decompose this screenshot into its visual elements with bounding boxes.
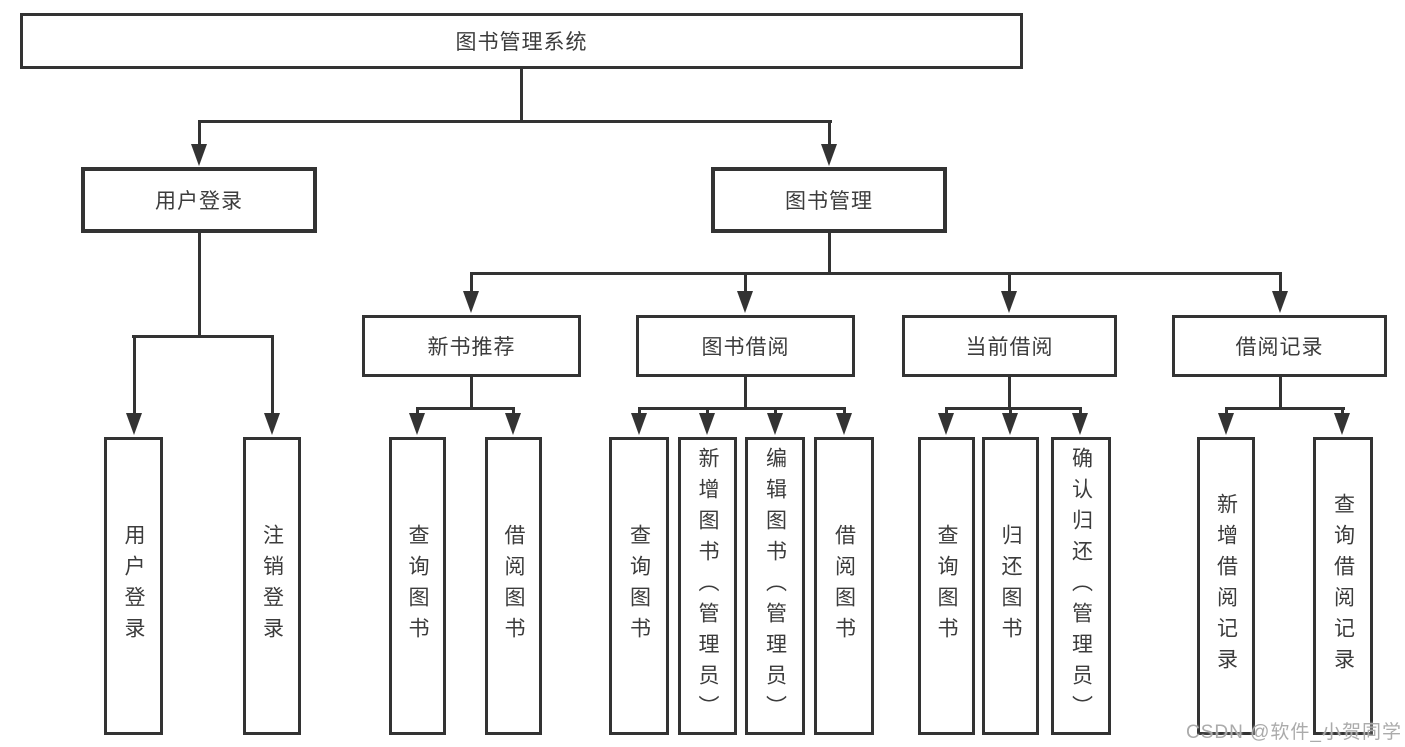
connector-line (416, 407, 515, 410)
leaf-label: 查询图书 (627, 524, 651, 648)
leaf-confirm-return-admin: 确认归还（管理员） (1051, 437, 1111, 735)
arrowhead-icon (938, 413, 954, 435)
connector-line (1079, 407, 1082, 416)
leaf-label: 借阅图书 (832, 524, 856, 648)
connector-line (1225, 407, 1228, 416)
connector-line (198, 233, 201, 335)
leaf-label: 查询图书 (935, 524, 958, 648)
leaf-label: 新增图书（管理员） (696, 446, 719, 726)
leaf-label: 用户登录 (122, 524, 145, 648)
leaf-query-books-2: 查询图书 (609, 437, 669, 735)
arrowhead-icon (699, 413, 715, 435)
connector-line (843, 407, 846, 416)
connector-line (198, 120, 201, 146)
connector-line (744, 272, 747, 293)
connector-line (1341, 407, 1344, 416)
arrowhead-icon (1218, 413, 1234, 435)
connector-line (133, 335, 136, 415)
connector-line (1279, 272, 1282, 293)
leaf-label: 查询借阅记录 (1331, 493, 1355, 679)
connector-line (1009, 407, 1012, 416)
connector-line (828, 233, 831, 272)
connector-line (132, 335, 274, 338)
leaf-query-books-3: 查询图书 (918, 437, 975, 735)
node-new-book-recommend: 新书推荐 (362, 315, 581, 377)
leaf-label: 归还图书 (999, 524, 1022, 648)
leaf-edit-books-admin: 编辑图书（管理员） (745, 437, 805, 735)
node-borrow-records: 借阅记录 (1172, 315, 1387, 377)
node-label: 图书借阅 (701, 336, 790, 359)
arrowhead-icon (836, 413, 852, 435)
connector-line (198, 120, 832, 123)
connector-line (416, 407, 419, 416)
leaf-add-borrow-record: 新增借阅记录 (1197, 437, 1255, 735)
arrowhead-icon (821, 144, 837, 166)
leaf-query-books-1: 查询图书 (389, 437, 446, 735)
node-label: 当前借阅 (965, 336, 1054, 359)
leaf-label: 确认归还（管理员） (1069, 446, 1093, 726)
arrowhead-icon (126, 413, 142, 435)
connector-line (271, 335, 274, 415)
connector-line (1225, 407, 1345, 410)
leaf-borrow-books-2: 借阅图书 (814, 437, 874, 735)
connector-line (774, 407, 777, 416)
connector-line (1279, 377, 1282, 407)
arrowhead-icon (737, 291, 753, 313)
connector-line (512, 407, 515, 416)
leaf-user-login: 用户登录 (104, 437, 163, 735)
node-book-borrow: 图书借阅 (636, 315, 855, 377)
arrowhead-icon (463, 291, 479, 313)
connector-line (638, 407, 641, 416)
connector-line (1008, 377, 1011, 407)
leaf-label: 注销登录 (260, 524, 284, 648)
node-label: 图书管理系统 (455, 31, 588, 54)
arrowhead-icon (1072, 413, 1088, 435)
csdn-watermark: CSDN @软件_小贺同学 (1186, 722, 1402, 743)
leaf-logout: 注销登录 (243, 437, 301, 735)
leaf-borrow-books-1: 借阅图书 (485, 437, 542, 735)
connector-line (638, 407, 846, 410)
leaf-query-borrow-record: 查询借阅记录 (1313, 437, 1373, 735)
node-label: 用户登录 (155, 190, 243, 213)
leaf-return-books: 归还图书 (982, 437, 1039, 735)
connector-line (1008, 272, 1011, 293)
leaf-add-books-admin: 新增图书（管理员） (678, 437, 737, 735)
connector-line (945, 407, 948, 416)
connector-line (828, 120, 831, 146)
leaf-label: 查询图书 (406, 524, 429, 648)
connector-line (744, 377, 747, 407)
node-label: 借阅记录 (1235, 336, 1324, 359)
node-user-login: 用户登录 (81, 167, 317, 233)
node-book-management: 图书管理 (711, 167, 947, 233)
arrowhead-icon (1334, 413, 1350, 435)
connector-line (470, 377, 473, 407)
arrowhead-icon (191, 144, 207, 166)
node-label: 新书推荐 (427, 336, 516, 359)
arrowhead-icon (264, 413, 280, 435)
arrowhead-icon (1272, 291, 1288, 313)
node-root-library-system: 图书管理系统 (20, 13, 1023, 69)
connector-line (706, 407, 709, 416)
arrowhead-icon (767, 413, 783, 435)
node-current-borrow: 当前借阅 (902, 315, 1117, 377)
node-label: 图书管理 (785, 190, 873, 213)
leaf-label: 新增借阅记录 (1214, 493, 1238, 679)
leaf-label: 借阅图书 (502, 524, 525, 648)
leaf-label: 编辑图书（管理员） (763, 446, 787, 726)
connector-line (520, 69, 523, 120)
connector-line (470, 272, 473, 293)
connector-line (945, 407, 1082, 410)
arrowhead-icon (631, 413, 647, 435)
arrowhead-icon (1002, 413, 1018, 435)
arrowhead-icon (505, 413, 521, 435)
connector-line (470, 272, 1281, 275)
arrowhead-icon (1001, 291, 1017, 313)
arrowhead-icon (409, 413, 425, 435)
